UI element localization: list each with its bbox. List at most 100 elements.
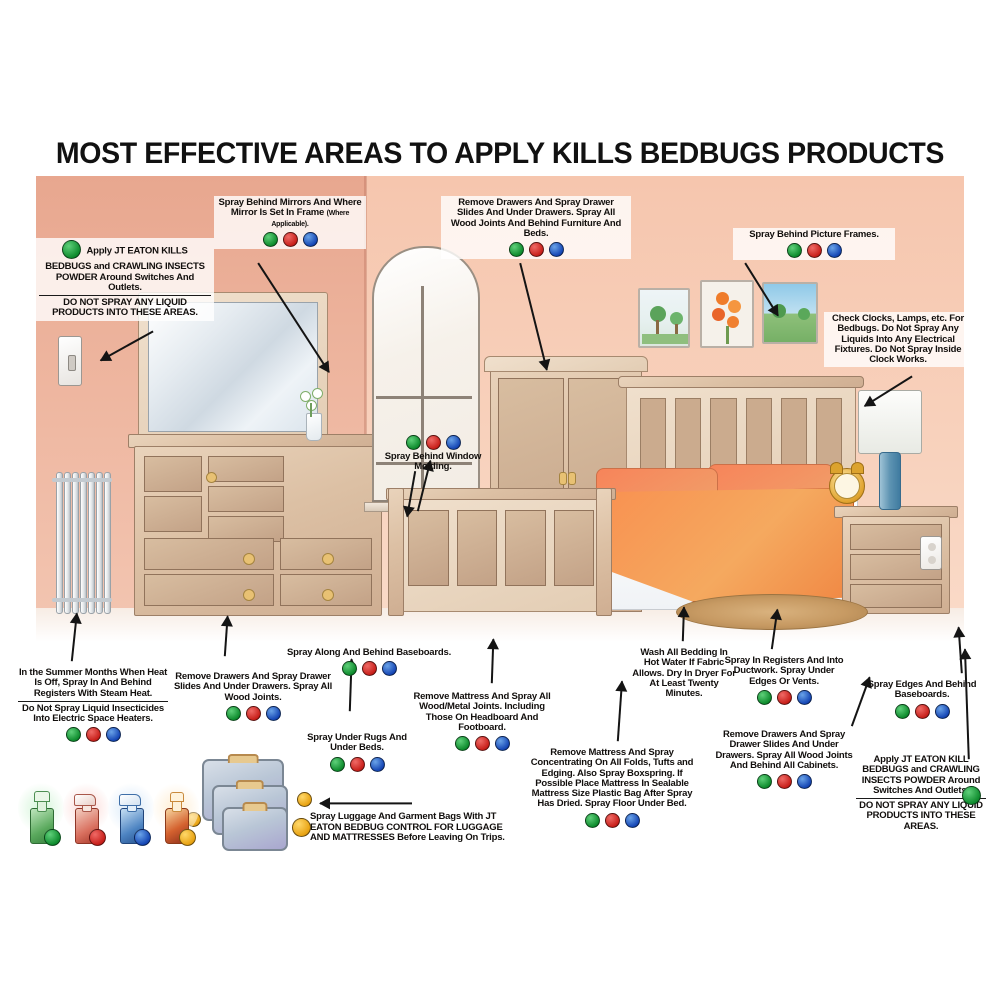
- callout-text: Check Clocks, Lamps, etc. For Bedbugs. D…: [832, 313, 964, 365]
- callout-text: Remove Mattress And Spray Concentrating …: [530, 747, 694, 810]
- callout-luggage: Spray Luggage And Garment Bags With JT E…: [310, 811, 522, 844]
- bed-post-left: [388, 488, 404, 616]
- dot-orange: [179, 829, 196, 846]
- drawer-knob: [243, 589, 255, 601]
- dot-blue: [494, 736, 510, 751]
- dot-red: [914, 703, 930, 719]
- product-lineup: [18, 782, 202, 846]
- dot-blue: [265, 705, 281, 721]
- callout-baseboards-right: Spray Edges And Behind Baseboards.: [862, 679, 982, 719]
- dot-red: [528, 242, 544, 257]
- suitcase-small: [222, 802, 288, 851]
- dot-group: [444, 242, 628, 257]
- footboard-panels: [408, 510, 594, 586]
- radiator: [52, 472, 112, 614]
- suitcase-handle: [227, 754, 259, 763]
- lamp-base: [879, 452, 901, 510]
- mirror: [148, 302, 318, 432]
- callout-note: (Where Applicable).: [271, 210, 350, 228]
- picture-tree-left: [638, 288, 690, 348]
- dot-red: [282, 231, 298, 247]
- callout-text: Spray Under Rugs And Under Beds.: [307, 732, 407, 754]
- dot-green: [756, 689, 772, 705]
- armoire-knob: [568, 472, 576, 485]
- dot-group: [18, 727, 168, 743]
- callout-mattress-folds: Remove Mattress And Spray Concentrating …: [523, 747, 701, 828]
- arrow-to-mattress-folds: [616, 681, 624, 742]
- dot-group: [523, 812, 701, 828]
- suitcase-handle: [235, 780, 265, 789]
- wall-corner: [364, 176, 367, 642]
- callout-cabinets-drawers: Remove Drawers And Spray Drawer Slides A…: [713, 729, 855, 789]
- callout-switches-outlets-right: Apply JT EATON KILL BEDBUGS and CRAWLING…: [856, 754, 986, 832]
- dot-red: [85, 727, 101, 743]
- callout-wash-bedding: Wash All Bedding In Hot Water If Fabric …: [632, 647, 736, 699]
- dot-group: [172, 705, 334, 721]
- callout-switches-outlets-left: Apply JT EATON KILLS BEDBUGS and CRAWLIN…: [36, 238, 214, 321]
- light-switch: [58, 336, 82, 386]
- product-aerosol-orange: [153, 782, 199, 846]
- callout-warning: Do Not Spray Liquid Insecticides Into El…: [18, 700, 168, 725]
- callout-text: Spray Along And Behind Baseboards.: [286, 647, 452, 658]
- callout-text: Apply JT EATON KILLS BEDBUGS and CRAWLIN…: [45, 245, 205, 293]
- dot-blue: [796, 689, 812, 705]
- flower-vase: [298, 388, 326, 441]
- product-kills-bedbugs-powder: [18, 782, 64, 846]
- callout-clocks-lamps: Check Clocks, Lamps, etc. For Bedbugs. D…: [824, 312, 972, 368]
- dresser-drawer: [208, 486, 284, 512]
- dot-group: [713, 774, 855, 789]
- callout-registers-summer: In the Summer Months When Heat Is Off, S…: [18, 667, 168, 743]
- bed-post-right: [596, 488, 612, 616]
- callout-text: Spray Edges And Behind Baseboards.: [867, 679, 977, 701]
- dot-green: [894, 703, 910, 719]
- dot-red: [604, 812, 620, 828]
- dot-orange: [292, 818, 311, 837]
- product-spray-blue: [108, 782, 154, 846]
- dot-blue: [381, 661, 397, 677]
- bed-headboard-cap: [618, 376, 864, 388]
- callout-warning: DO NOT SPRAY ANY LIQUID PRODUCTS INTO TH…: [856, 798, 986, 832]
- callout-text: Remove Drawers And Spray Drawer Slides A…: [173, 671, 333, 703]
- callout-text: Spray Behind Mirrors And Where Mirror Is…: [218, 197, 362, 219]
- dot-red: [425, 435, 441, 450]
- drawer-knob: [206, 472, 217, 483]
- dot-green: [962, 786, 981, 805]
- callout-mirrors: Spray Behind Mirrors And Where Mirror Is…: [214, 196, 366, 249]
- wall-outlet: [920, 536, 942, 570]
- dot-red: [349, 756, 365, 772]
- dot-green: [65, 727, 81, 743]
- dot-green: [454, 736, 470, 751]
- callout-text: In the Summer Months When Heat Is Off, S…: [18, 667, 168, 699]
- dot-green: [405, 435, 421, 450]
- callout-text: Remove Drawers And Spray Drawer Slides A…: [450, 197, 622, 239]
- dot-red: [474, 736, 490, 751]
- dot-red: [776, 774, 792, 789]
- callout-text: Spray Behind Window Molding.: [384, 451, 482, 473]
- callout-baseboards-left: Spray Along And Behind Baseboards.: [276, 647, 462, 677]
- dot-blue: [445, 435, 461, 450]
- dot-group: [298, 756, 416, 772]
- dot-green: [225, 705, 241, 721]
- dresser-drawer: [208, 456, 284, 482]
- dot-blue: [369, 756, 385, 772]
- callout-text: Apply JT EATON KILL BEDBUGS and CRAWLING…: [861, 754, 981, 796]
- dot-group: [276, 661, 462, 677]
- dot-green: [262, 231, 278, 247]
- dresser-drawer: [144, 456, 202, 492]
- dot-red: [245, 705, 261, 721]
- dot-blue: [134, 829, 151, 846]
- nightstand-drawer: [850, 584, 942, 608]
- dot-green: [584, 812, 600, 828]
- dot-group: [862, 703, 982, 719]
- picture-landscape: [762, 282, 818, 344]
- callout-text: Wash All Bedding In Hot Water If Fabric …: [632, 647, 736, 699]
- dot-blue: [548, 242, 564, 257]
- dot-blue: [105, 727, 121, 743]
- dot-green: [341, 661, 357, 677]
- dresser-drawer: [144, 574, 274, 606]
- dot-group: [406, 736, 558, 751]
- dot-red: [89, 829, 106, 846]
- arrow-to-luggage: [320, 802, 412, 805]
- drawer-knob: [322, 589, 334, 601]
